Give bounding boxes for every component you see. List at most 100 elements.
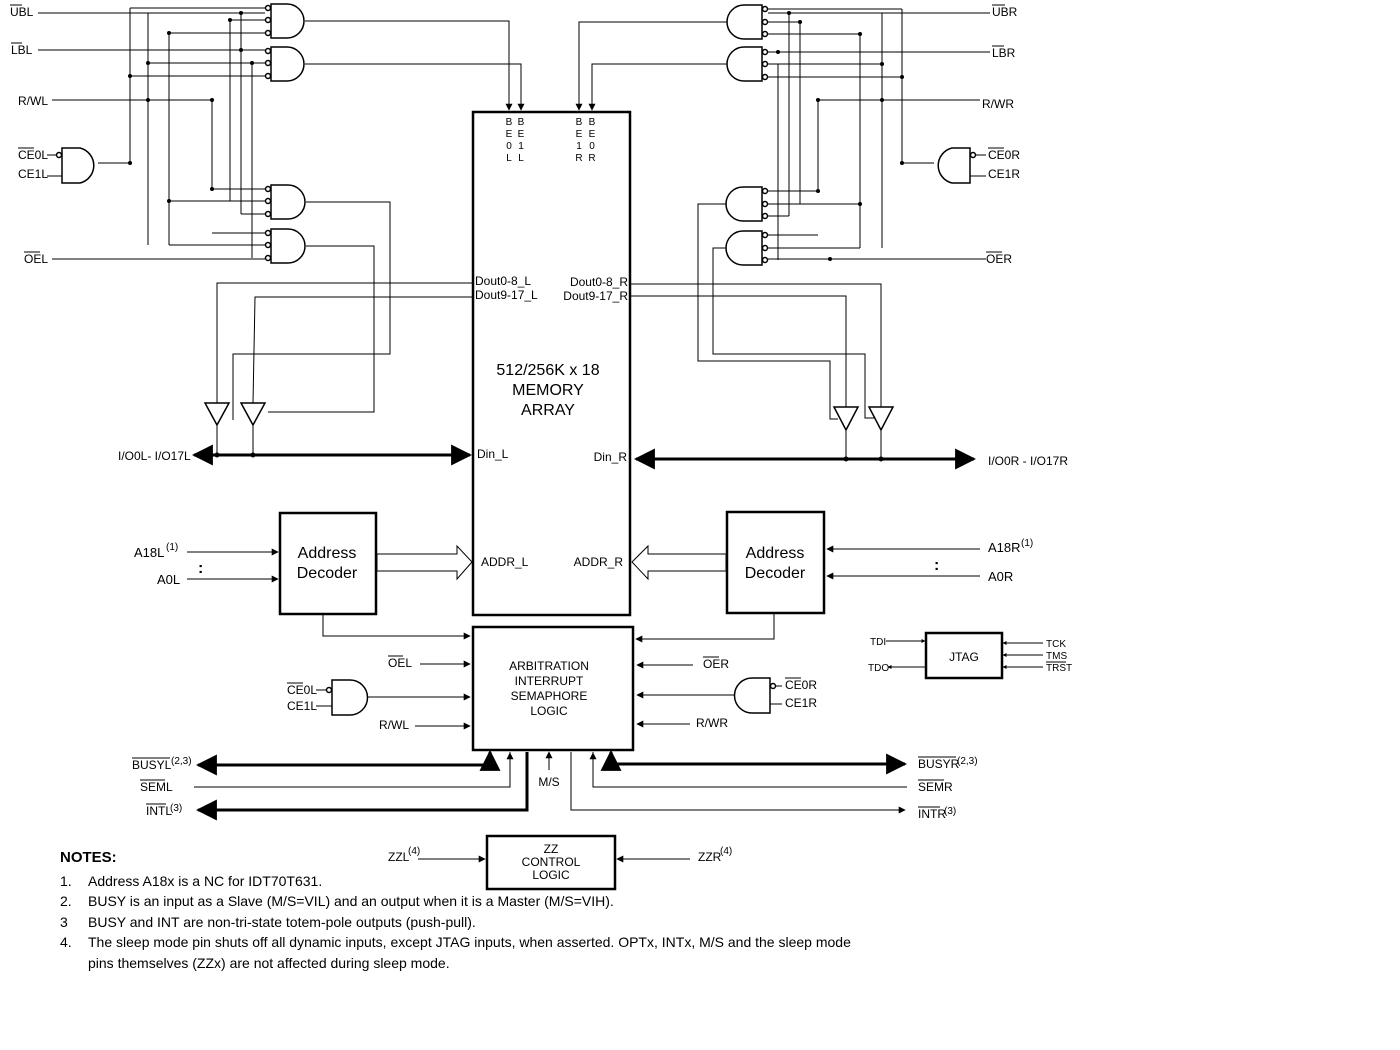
a18l-label: A18L xyxy=(134,545,164,560)
zz-label-3: LOGIC xyxy=(532,868,570,882)
address-decoder-right xyxy=(725,510,826,615)
arb-rwl-label: R/WL xyxy=(379,718,409,732)
and-gate-arb-ce-left xyxy=(331,679,369,716)
be0r-label: B E 0 R xyxy=(588,117,595,164)
jtag-tdi-label: TDI xyxy=(870,637,886,648)
busyr-label: BUSYR xyxy=(918,757,960,771)
svg-text:1: 1 xyxy=(576,141,582,152)
intl-label: INTL xyxy=(146,804,172,818)
buffer-right-2 xyxy=(867,406,895,432)
ce1r-label: CE1R xyxy=(988,167,1020,181)
ce0r-label: CE0R xyxy=(988,148,1020,162)
svg-text:E: E xyxy=(589,129,596,140)
svg-text:L: L xyxy=(506,153,512,164)
svg-text:R: R xyxy=(588,153,595,164)
address-decoder-right-label-1: Address xyxy=(746,545,805,562)
ubr-label: UBR xyxy=(992,5,1018,19)
be1r-label: B E 1 R xyxy=(575,117,582,164)
dout917-r-label: Dout9-17_R xyxy=(563,289,628,303)
svg-text:L: L xyxy=(518,153,524,164)
jtag-tdo-label: TDO xyxy=(868,663,889,674)
note-item: 1. Address A18x is a NC for IDT70T631. xyxy=(60,871,860,892)
arbitration-label-4: LOGIC xyxy=(530,704,568,718)
oer-label: OER xyxy=(986,252,1012,266)
a18l-sup: (1) xyxy=(166,542,178,553)
address-decoder-left xyxy=(278,511,378,616)
jtag-label: JTAG xyxy=(949,650,979,664)
buffer-left-1 xyxy=(203,402,231,427)
a0r-label: A0R xyxy=(988,569,1013,584)
svg-text:B: B xyxy=(589,117,596,128)
svg-text:1: 1 xyxy=(518,141,524,152)
note-item: 4. The sleep mode pin shuts off all dyna… xyxy=(60,932,860,973)
note-number: 1. xyxy=(60,872,72,889)
arbitration-label-3: SEMAPHORE xyxy=(511,689,588,703)
be1l-label: B E 1 L xyxy=(518,117,525,164)
note-number: 3 xyxy=(60,913,68,930)
arbitration-block xyxy=(471,625,635,752)
zz-label-2: CONTROL xyxy=(522,855,581,869)
memory-array-label-2: MEMORY xyxy=(512,382,584,399)
intr-label: INTR xyxy=(918,807,946,821)
arb-ce1l-label: CE1L xyxy=(287,699,317,713)
svg-text:0: 0 xyxy=(506,141,512,152)
and-gate-lb-left xyxy=(270,46,305,82)
busyl-sup: (2,3) xyxy=(171,756,192,767)
semr-label: SEMR xyxy=(918,780,953,794)
address-decoder-left-label-1: Address xyxy=(298,545,357,562)
note-item: 3 BUSY and INT are non-tri-state totem-p… xyxy=(60,912,860,933)
busyl-label: BUSYL xyxy=(132,758,172,772)
ms-label: M/S xyxy=(538,775,559,789)
note-number: 2. xyxy=(60,893,72,909)
and-gate-dout08-left xyxy=(270,184,306,220)
zz-control-block xyxy=(485,834,617,891)
and-gate-ce-right xyxy=(937,147,971,184)
zzl-label: ZZL xyxy=(388,850,410,864)
memory-array-label-1: 512/256K x 18 xyxy=(496,362,599,379)
note-text: Address A18x is a NC for IDT70T631. xyxy=(88,872,323,889)
note-number: 4. xyxy=(60,934,72,950)
and-gate-ub-right xyxy=(726,4,763,40)
svg-text:E: E xyxy=(576,129,583,140)
addr-right-arrow xyxy=(631,544,727,581)
io-left-label: I/O0L- I/O17L xyxy=(118,449,191,463)
arb-ce0r-label: CE0R xyxy=(785,678,817,692)
busyr-sup: (2,3) xyxy=(957,756,978,767)
svg-text:E: E xyxy=(518,129,525,140)
memory-array-block xyxy=(471,110,632,617)
address-decoder-left-label-2: Decoder xyxy=(297,565,358,582)
arb-oer-label: OER xyxy=(703,657,729,671)
ce1l-label: CE1L xyxy=(18,167,48,181)
io-right-label: I/O0R - I/O17R xyxy=(988,454,1068,468)
rwl-label: R/WL xyxy=(18,94,48,108)
buffer-right-1 xyxy=(832,406,860,432)
svg-text:B: B xyxy=(518,117,525,128)
be0l-label: B E 0 L xyxy=(506,117,513,164)
rwr-label: R/WR xyxy=(982,97,1014,111)
ubl-label: UBL xyxy=(10,5,34,19)
dout917-l-label: Dout9-17_L xyxy=(475,288,538,302)
lbr-label: LBR xyxy=(992,46,1016,60)
a18r-sup: (1) xyxy=(1021,538,1033,549)
arbitration-label-2: INTERRUPT xyxy=(515,674,584,688)
note-item: 2. BUSY is an input as a Slave (M/S=VIL)… xyxy=(60,891,860,912)
svg-text:0: 0 xyxy=(589,141,595,152)
arbitration-label-1: ARBITRATION xyxy=(509,659,589,673)
jtag-trst-label: TRST xyxy=(1046,663,1072,674)
note-text: BUSY and INT are non-tri-state totem-pol… xyxy=(88,913,476,930)
buffer-left-2 xyxy=(239,402,267,427)
seml-label: SEML xyxy=(140,780,173,794)
and-gate-arb-ce-right xyxy=(733,677,771,714)
dout08-r-label: Dout0-8_R xyxy=(570,275,628,289)
jtag-tck-label: TCK xyxy=(1046,639,1066,650)
and-gate-dout917-left xyxy=(270,228,306,264)
addr-l-label: ADDR_L xyxy=(481,555,529,569)
oel-label: OEL xyxy=(24,252,48,266)
zzl-sup: (4) xyxy=(408,846,420,857)
a18r-label: A18R xyxy=(988,540,1021,555)
a0l-label: A0L xyxy=(157,572,180,587)
arb-ce0l-label: CE0L xyxy=(287,683,317,697)
memory-array-label-3: ARRAY xyxy=(521,402,575,419)
svg-text:R: R xyxy=(575,153,582,164)
lbl-label: LBL xyxy=(11,43,33,57)
